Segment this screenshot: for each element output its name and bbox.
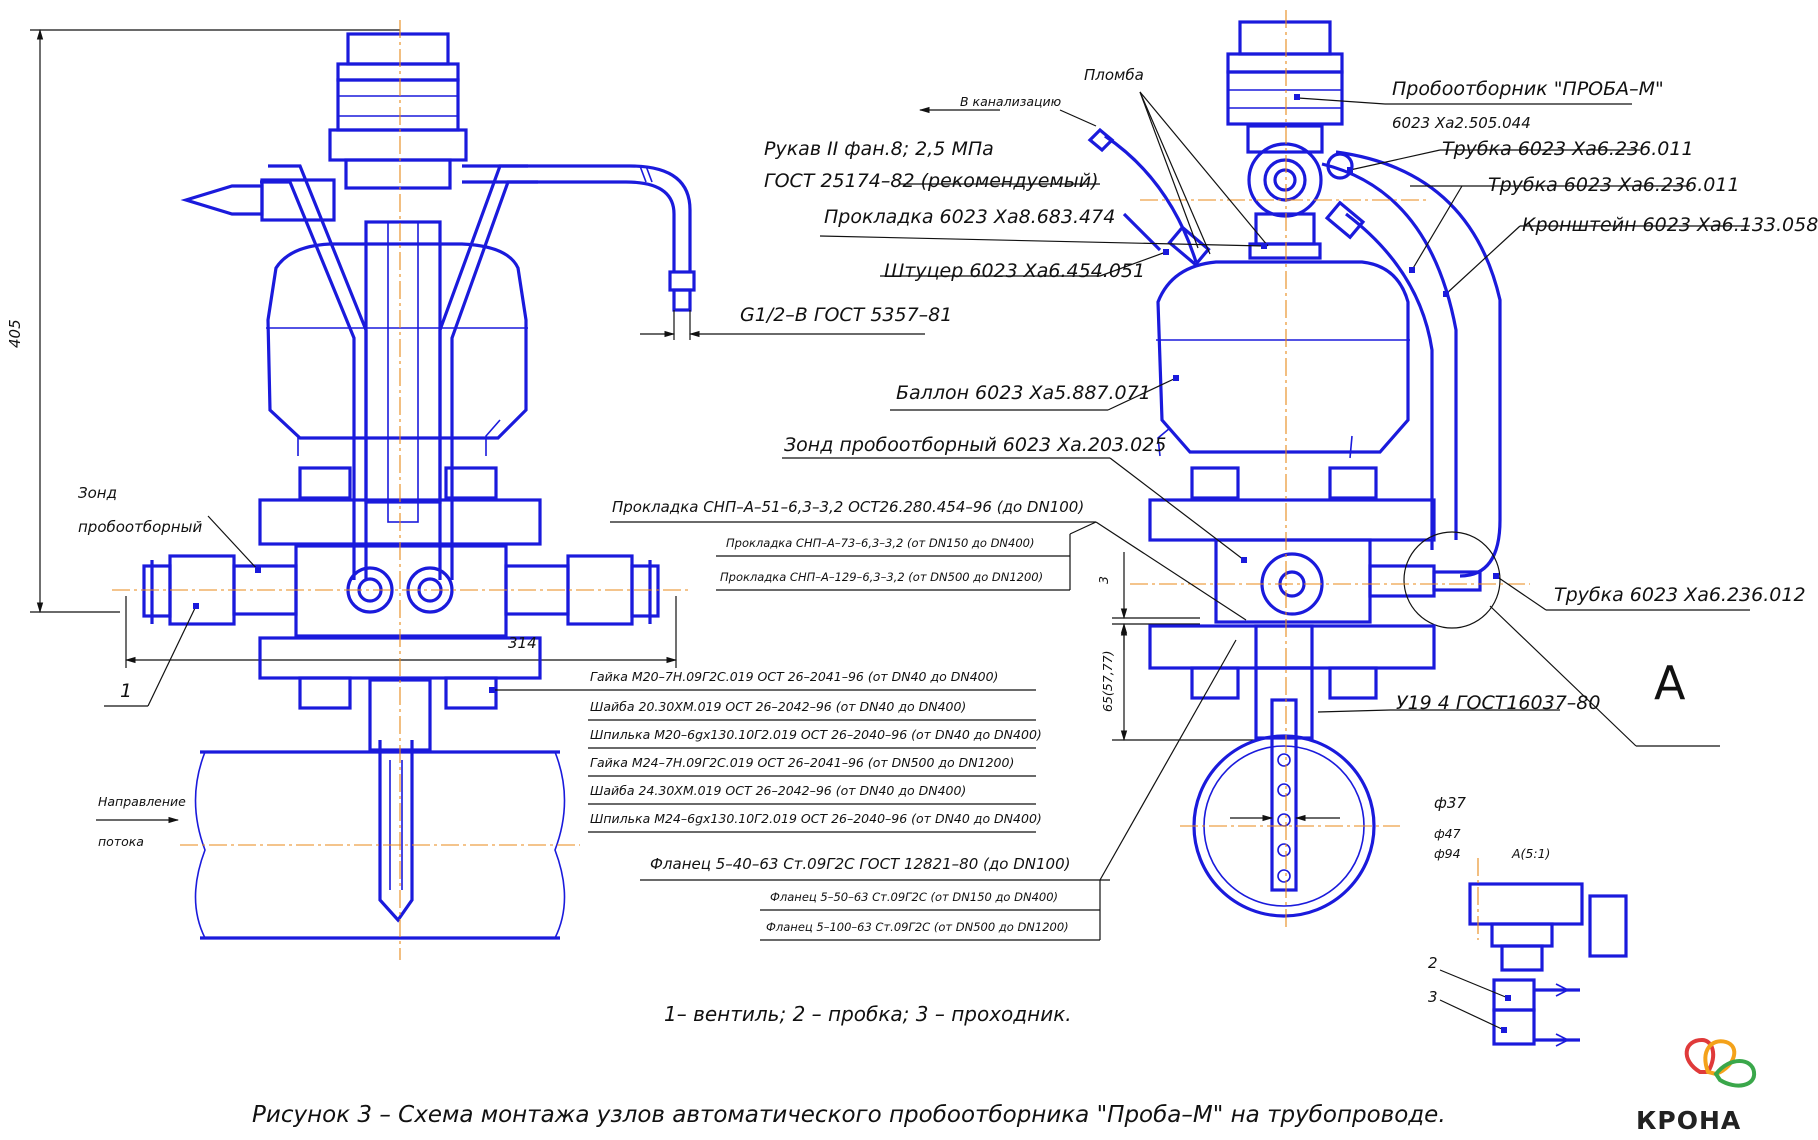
- flow-label-line1: Направление: [98, 794, 186, 809]
- tube-3-label: Трубка 6023 Ха6.236.012: [1554, 584, 1806, 606]
- flange-spec-row: Фланец 5–50–63 Ст.09Г2С (от DN150 до DN4…: [770, 890, 1059, 904]
- left-view: [30, 20, 925, 960]
- tube-1-label: Трубка 6023 Ха6.236.011: [1442, 138, 1694, 160]
- flange-spec-main: Фланец 5–40–63 Ст.09Г2С ГОСТ 12821–80 (д…: [650, 855, 1071, 873]
- sampler-code-label: 6023 Ха2.505.044: [1392, 114, 1531, 132]
- probe-label-line1: Зонд: [78, 484, 117, 502]
- flow-label-line2: потока: [98, 834, 144, 849]
- dimension-d37: ф37: [1434, 794, 1466, 812]
- probe-part-label: Зонд пробоотборный 6023 Ха.203.025: [784, 434, 1167, 456]
- logo-text: КРОНА: [1636, 1106, 1742, 1135]
- gasket-spec-row: Прокладка СНП–А–73–6,3–3,2 (от DN150 до …: [726, 536, 1035, 550]
- dimension-405: 405: [6, 319, 24, 348]
- fastener-spec-row: Шайба 20.30ХМ.019 ОСТ 26–2042–96 (от DN4…: [590, 699, 967, 714]
- hose-label-line2: ГОСТ 25174–82 (рекомендуемый): [764, 170, 1099, 192]
- figure-caption: Рисунок 3 – Схема монтажа узлов автомати…: [252, 1102, 1446, 1128]
- hose-label-line1: Рукав II фан.8; 2,5 МПа: [764, 138, 994, 160]
- callout-2: 2: [1428, 954, 1438, 972]
- gasket-label: Прокладка 6023 Ха8.683.474: [824, 206, 1116, 228]
- bracket-label: Кронштейн 6023 Ха6.133.058: [1522, 214, 1818, 236]
- fastener-spec-row: Шпилька М24–6gх130.10Г2.019 ОСТ 26–2040–…: [590, 811, 1042, 826]
- detail-a-title: A(5:1): [1512, 846, 1551, 861]
- callout-3: 3: [1428, 988, 1438, 1006]
- fitting-label: Штуцер 6023 Ха6.454.051: [884, 260, 1146, 282]
- callout-1: 1: [120, 680, 133, 702]
- weld-label: У19 4 ГОСТ16037–80: [1396, 692, 1601, 714]
- assembly-drawing: [30, 10, 1757, 1088]
- sampler-label: Пробоотборник "ПРОБА–М": [1392, 78, 1664, 100]
- company-logo: [1684, 1037, 1757, 1088]
- probe-label-line2: пробоотборный: [78, 518, 203, 536]
- flange-spec-row: Фланец 5–100–63 Ст.09Г2С (от DN500 до DN…: [766, 920, 1069, 934]
- gasket-spec-main: Прокладка СНП–А–51–6,3–3,2 ОСТ26.280.454…: [612, 498, 1085, 516]
- fastener-spec-row: Шпилька М20–6gх130.10Г2.019 ОСТ 26–2040–…: [590, 727, 1042, 742]
- gasket-spec-row: Прокладка СНП–А–129–6,3–3,2 (от DN500 до…: [720, 570, 1044, 584]
- detail-a: [1439, 858, 1628, 1047]
- fastener-spec-row: Гайка М20–7Н.09Г2С.019 ОСТ 26–2041–96 (о…: [590, 669, 999, 684]
- tube-2-label: Трубка 6023 Ха6.236.011: [1488, 174, 1740, 196]
- right-view: [782, 10, 1750, 930]
- dimension-d94: ф94: [1434, 846, 1461, 861]
- thread-label: G1/2–B ГОСТ 5357–81: [740, 304, 953, 326]
- view-a-label: A: [1654, 656, 1686, 710]
- fastener-spec-row: Гайка М24–7Н.09Г2С.019 ОСТ 26–2041–96 (о…: [590, 755, 1015, 770]
- spec-frames: [489, 521, 1247, 941]
- dimension-314: 314: [508, 634, 537, 652]
- seal-label: Пломба: [1084, 66, 1144, 84]
- legend-text: 1– вентиль; 2 – пробка; 3 – проходник.: [664, 1002, 1072, 1026]
- to-sewer-label: В канализацию: [960, 94, 1062, 109]
- cylinder-label: Баллон 6023 Ха5.887.071: [896, 382, 1151, 404]
- fastener-spec-row: Шайба 24.30ХМ.019 ОСТ 26–2042–96 (от DN4…: [590, 783, 967, 798]
- dimension-65: 65(57,77): [1100, 650, 1115, 712]
- dimension-3: 3: [1096, 576, 1111, 584]
- dimension-d47: ф47: [1434, 826, 1461, 841]
